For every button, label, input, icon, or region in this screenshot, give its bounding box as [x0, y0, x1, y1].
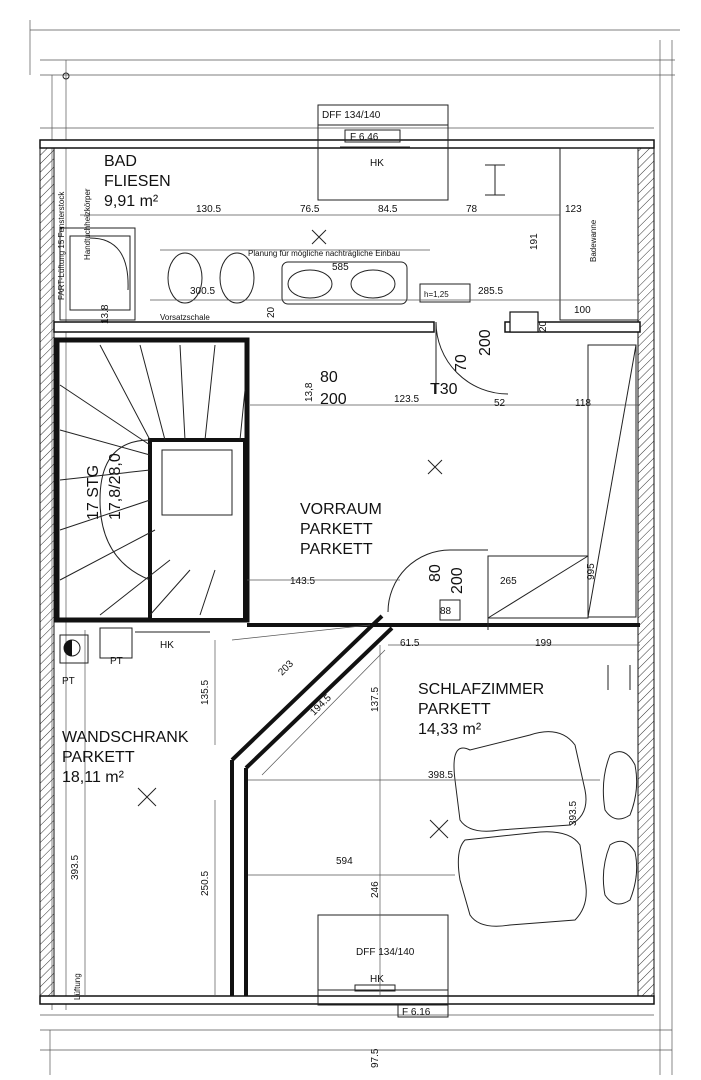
dim-88: 88 [440, 606, 452, 617]
light-marks [137, 229, 449, 839]
dim-13-8: 13.8 [100, 304, 111, 324]
dim-123-5: 123.5 [394, 394, 419, 405]
stair-treads [59, 344, 246, 616]
window-bottom-code: F 6.16 [402, 1007, 431, 1018]
dim-250-5: 250.5 [200, 871, 211, 896]
dim-393-5-right: 393.5 [568, 801, 579, 826]
door1-height: 200 [477, 329, 494, 356]
dim-585: 585 [332, 262, 349, 273]
stair-count: 17 STG [85, 465, 102, 520]
dim-100: 100 [574, 305, 591, 316]
room-area-bad: 9,91 m² [104, 193, 159, 210]
door4-width: 13,8 [304, 382, 315, 402]
hk-label-mid: HK [160, 640, 174, 651]
badewanne-label: Badewanne [589, 219, 598, 262]
pt-label-1: PT [110, 656, 123, 667]
door3-width: 80 [427, 564, 444, 582]
room-name-vorraum: VORRAUM [300, 501, 382, 518]
dim-135-5: 135.5 [200, 680, 211, 705]
bedroom-furniture [453, 665, 638, 927]
fart-luftung-label: FART-Lüftung 15 Fensterstock [57, 191, 66, 300]
dim-300-5: 300.5 [190, 286, 215, 297]
dim-78: 78 [466, 204, 478, 215]
door2-width: 80 [320, 369, 338, 386]
pt-label-2: PT [62, 676, 75, 687]
window-bottom-label: DFF 134/140 [356, 947, 415, 958]
dim-246: 246 [370, 881, 381, 898]
stair-ratio: 17,8/28,0 [107, 453, 124, 520]
dim-393-5-left: 393.5 [70, 855, 81, 880]
room-name-wandschrank: WANDSCHRANK [62, 729, 189, 746]
room-floor-vorraum-2: PARKETT [300, 541, 373, 558]
dim-76-5: 76.5 [300, 204, 320, 215]
room-area-schlafzimmer: 14,33 m² [418, 721, 482, 738]
room-floor-wandschrank: PARKETT [62, 749, 135, 766]
dim-191: 191 [529, 233, 540, 250]
dim-143-5: 143.5 [290, 576, 315, 587]
dimension-texts: 130.5 76.5 84.5 78 123 191 585 300.5 285… [70, 204, 597, 1068]
bath-fixtures [59, 147, 639, 321]
dim-20: 20 [266, 306, 277, 318]
dim-61-5: 61.5 [400, 638, 420, 649]
dim-285-5: 285.5 [478, 286, 503, 297]
room-name-schlafzimmer: SCHLAFZIMMER [418, 681, 544, 698]
height-label: h=1,25 [424, 290, 449, 299]
dim-995: 995 [586, 563, 597, 580]
hk-label-top: HK [370, 158, 384, 169]
dim-52: 52 [494, 398, 506, 409]
door3-height: 200 [449, 567, 466, 594]
dim-199: 199 [535, 638, 552, 649]
room-area-wandschrank: 18,11 m² [62, 769, 125, 786]
service-symbols [59, 146, 410, 664]
exterior-walls [39, 127, 655, 1016]
dim-137-5: 137.5 [370, 687, 381, 712]
dim-118: 118 [575, 398, 591, 409]
dim-84-5: 84.5 [378, 204, 398, 215]
dim-398-5: 398.5 [428, 770, 453, 781]
dim-130-5: 130.5 [196, 204, 221, 215]
skylight-top [317, 104, 449, 201]
dim-20b: 20 [538, 320, 549, 332]
window-top-label: DFF 134/140 [322, 110, 381, 121]
dimension-lines [80, 214, 640, 996]
room-floor-schlafzimmer: PARKETT [418, 701, 491, 718]
hk-label-bottom: HK [370, 974, 384, 985]
room-floor-vorraum-1: PARKETT [300, 521, 373, 538]
door2-height: 200 [320, 391, 347, 408]
dim-203: 203 [276, 658, 296, 678]
interior-walls [53, 311, 641, 996]
doors [387, 321, 509, 621]
room-name-bad: BAD [104, 153, 137, 170]
room-floor-bad: FLIESEN [104, 173, 171, 190]
vorsatzschale-label: Vorsatzschale [160, 313, 210, 322]
dim-123: 123 [565, 204, 582, 215]
dim-265: 265 [500, 576, 517, 587]
dim-594: 594 [336, 856, 353, 867]
door1-width: 70 [453, 354, 470, 372]
handtuch-label: Handtuchheizkörper [83, 188, 92, 260]
luftung-label: Lüftung [73, 973, 82, 1000]
window-top-code: F 6.46 [350, 132, 379, 143]
skylight-bottom [317, 914, 449, 1018]
dim-97-5: 97.5 [370, 1048, 381, 1068]
t30-label: T30 [430, 381, 458, 398]
planung-label: Planung für mögliche nachträgliche Einba… [248, 249, 400, 258]
